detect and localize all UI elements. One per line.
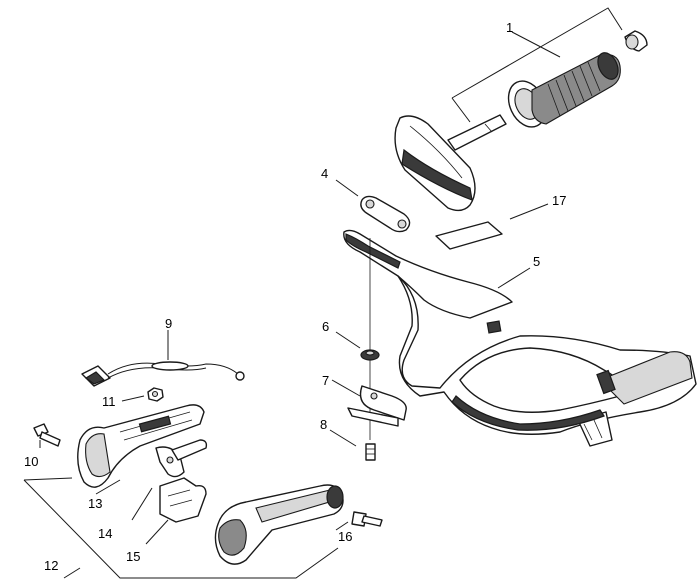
part-4-link	[335, 179, 411, 233]
part-16-rear-grip	[214, 484, 383, 565]
part-14-trigger	[131, 439, 208, 521]
callout-5: 5	[533, 254, 540, 269]
callout-16: 16	[338, 529, 352, 544]
callout-6: 6	[322, 319, 329, 334]
callout-8: 8	[320, 417, 327, 432]
callout-4: 4	[321, 166, 328, 181]
callout-13: 13	[88, 496, 102, 511]
part-9-wire-harness	[81, 330, 245, 387]
part-10-screw	[33, 423, 61, 448]
end-cap	[624, 30, 648, 52]
part-8-bolt	[329, 429, 376, 461]
callout-7: 7	[322, 373, 329, 388]
part-13-handle-half	[77, 404, 205, 495]
part-15-lever	[145, 477, 207, 545]
callout-12: 12	[44, 558, 58, 573]
part-11-nut	[121, 387, 164, 402]
callout-17: 17	[552, 193, 566, 208]
part-17-label	[435, 203, 549, 250]
bracket-12	[23, 479, 339, 579]
callout-1: 1	[506, 20, 513, 35]
ribbed-grip	[531, 52, 621, 125]
part-7-clamp	[331, 379, 407, 427]
callout-9: 9	[165, 316, 172, 331]
part-1-handle-assembly	[394, 7, 648, 212]
callout-15: 15	[126, 549, 140, 564]
callout-14: 14	[98, 526, 112, 541]
hand-guard	[394, 115, 476, 212]
callout-10: 10	[24, 454, 38, 469]
part-5-handle-frame	[343, 229, 697, 447]
callout-11: 11	[102, 394, 116, 409]
